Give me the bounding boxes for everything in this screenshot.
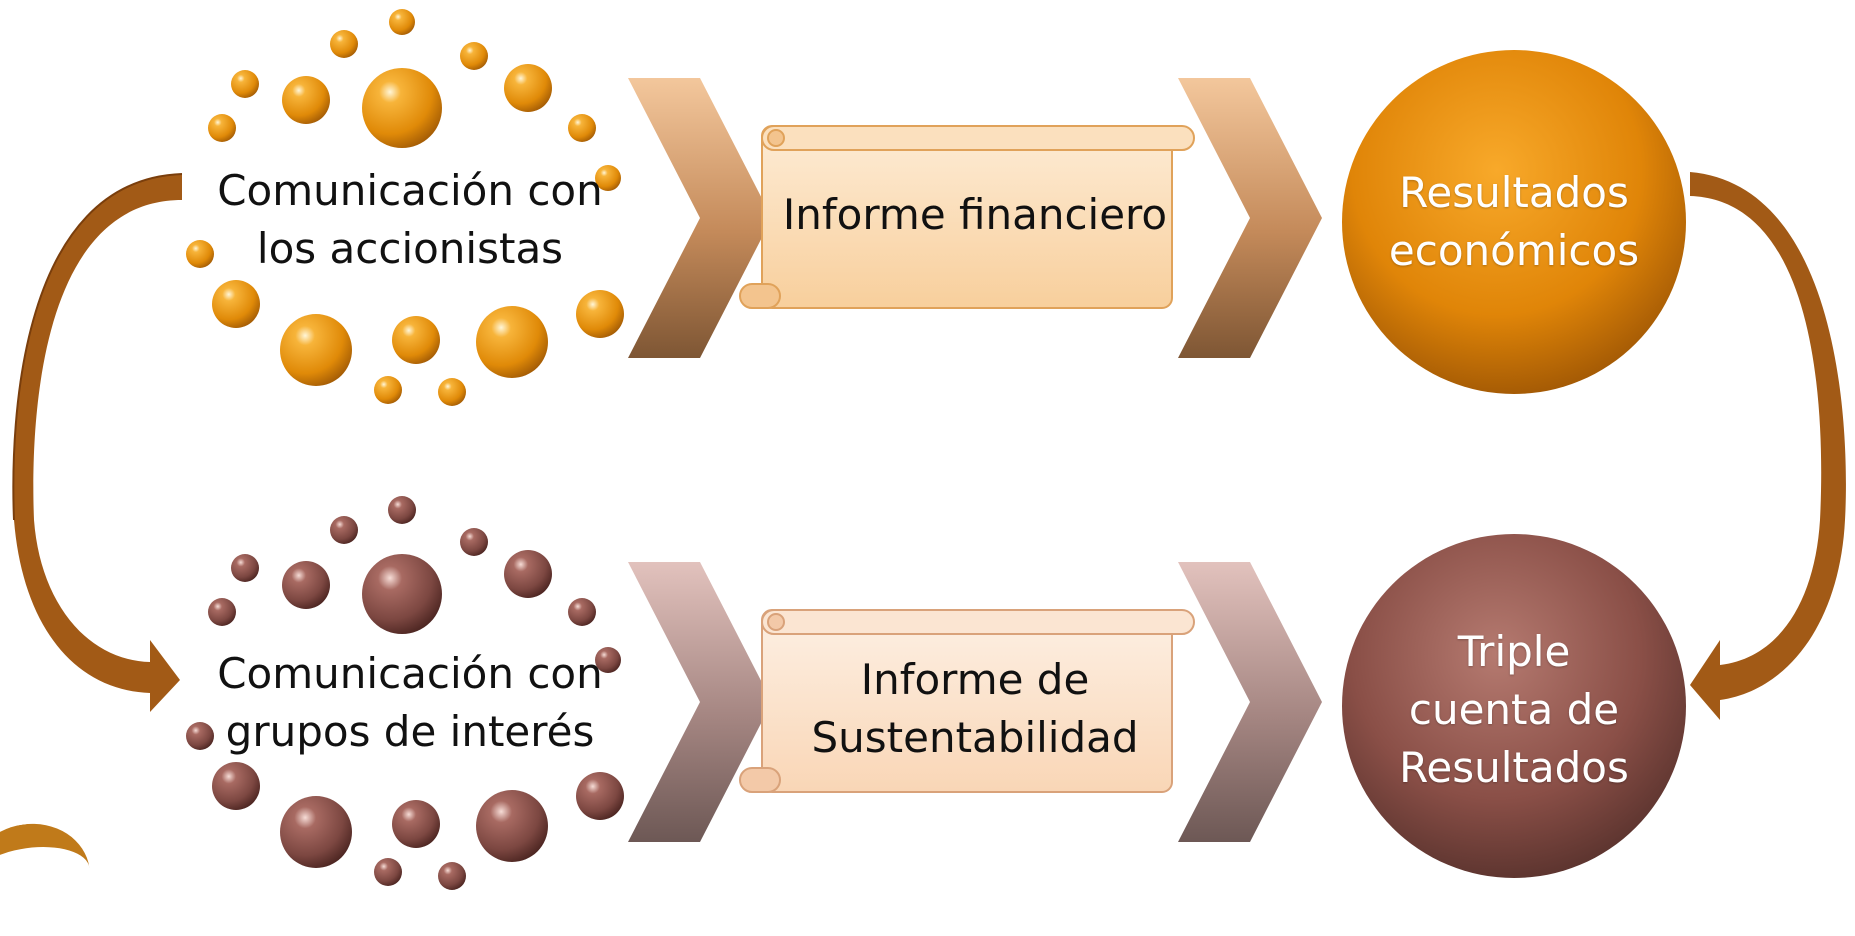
bubble xyxy=(392,316,440,364)
stakeholders-label-line1: Comunicación con xyxy=(217,649,603,698)
bubble xyxy=(476,306,548,378)
left-curved-arrow xyxy=(12,173,183,712)
bubble xyxy=(231,70,259,98)
bubble xyxy=(460,528,488,556)
bubble xyxy=(374,858,402,886)
sustainability-report-label: Informe de Sustentabilidad xyxy=(770,634,1180,784)
bubble xyxy=(282,561,330,609)
triple-bottom-line-circle xyxy=(1342,534,1686,878)
bubble xyxy=(568,598,596,626)
financial-report-scroll xyxy=(739,125,1195,309)
shareholders-bubble-ring xyxy=(186,9,624,406)
sustainability-report-label-line2: Sustentabilidad xyxy=(811,713,1139,762)
economic-results-label-line1: Resultados xyxy=(1399,168,1629,217)
chevron-arrow-icon xyxy=(628,562,772,842)
bubble xyxy=(362,68,442,148)
bubble xyxy=(362,554,442,634)
bubble xyxy=(568,114,596,142)
bubble xyxy=(389,9,415,35)
bubble xyxy=(388,496,416,524)
bubble xyxy=(208,598,236,626)
economic-results-circle xyxy=(1342,50,1686,394)
chevron-arrow-icon xyxy=(1178,78,1322,358)
bubble xyxy=(374,376,402,404)
bubble xyxy=(208,114,236,142)
bubble xyxy=(504,64,552,112)
bubble xyxy=(280,314,352,386)
triple-bottom-line-label: Triple cuenta de Resultados xyxy=(1354,620,1674,800)
bubble xyxy=(186,722,214,750)
bubble xyxy=(392,800,440,848)
economic-results-label: Resultados económicos xyxy=(1354,162,1674,282)
chevron-arrow-icon xyxy=(628,78,772,358)
shareholders-label-line2: los accionistas xyxy=(256,224,564,273)
shareholders-label-line1: Comunicación con xyxy=(217,166,603,215)
bubble xyxy=(576,772,624,820)
bubble xyxy=(231,554,259,582)
bubble xyxy=(438,378,466,406)
economic-results-label-line2: económicos xyxy=(1388,226,1640,275)
stakeholders-label-line2: grupos de interés xyxy=(225,707,595,756)
bubble xyxy=(282,76,330,124)
bubble xyxy=(212,762,260,810)
chevron-arrow-icon xyxy=(1178,562,1322,842)
sustainability-report-label-line1: Informe de xyxy=(860,655,1090,704)
sustainability-report-scroll xyxy=(739,609,1195,793)
financial-report-label: Informe financiero xyxy=(770,150,1180,280)
triple-bottom-line-label-line3: Resultados xyxy=(1399,743,1629,792)
diagram-canvas xyxy=(12,9,1846,890)
right-curved-arrow xyxy=(1690,172,1846,720)
triple-bottom-line-label-line1: Triple xyxy=(1457,627,1571,676)
bubble xyxy=(504,550,552,598)
bubble xyxy=(595,647,621,673)
bubble xyxy=(330,516,358,544)
bubble xyxy=(576,290,624,338)
bubble xyxy=(330,30,358,58)
bubble xyxy=(595,165,621,191)
financial-report-label-line1: Informe financiero xyxy=(782,190,1168,239)
bubble xyxy=(280,796,352,868)
bubble xyxy=(186,240,214,268)
bubble xyxy=(438,862,466,890)
stakeholders-label: Comunicación con grupos de interés xyxy=(200,643,620,763)
bubble xyxy=(212,280,260,328)
shareholders-label: Comunicación con los accionistas xyxy=(210,160,610,280)
stakeholders-bubble-ring xyxy=(186,496,624,890)
bubble xyxy=(476,790,548,862)
triple-bottom-line-label-line2: cuenta de xyxy=(1408,685,1620,734)
bubble xyxy=(460,42,488,70)
